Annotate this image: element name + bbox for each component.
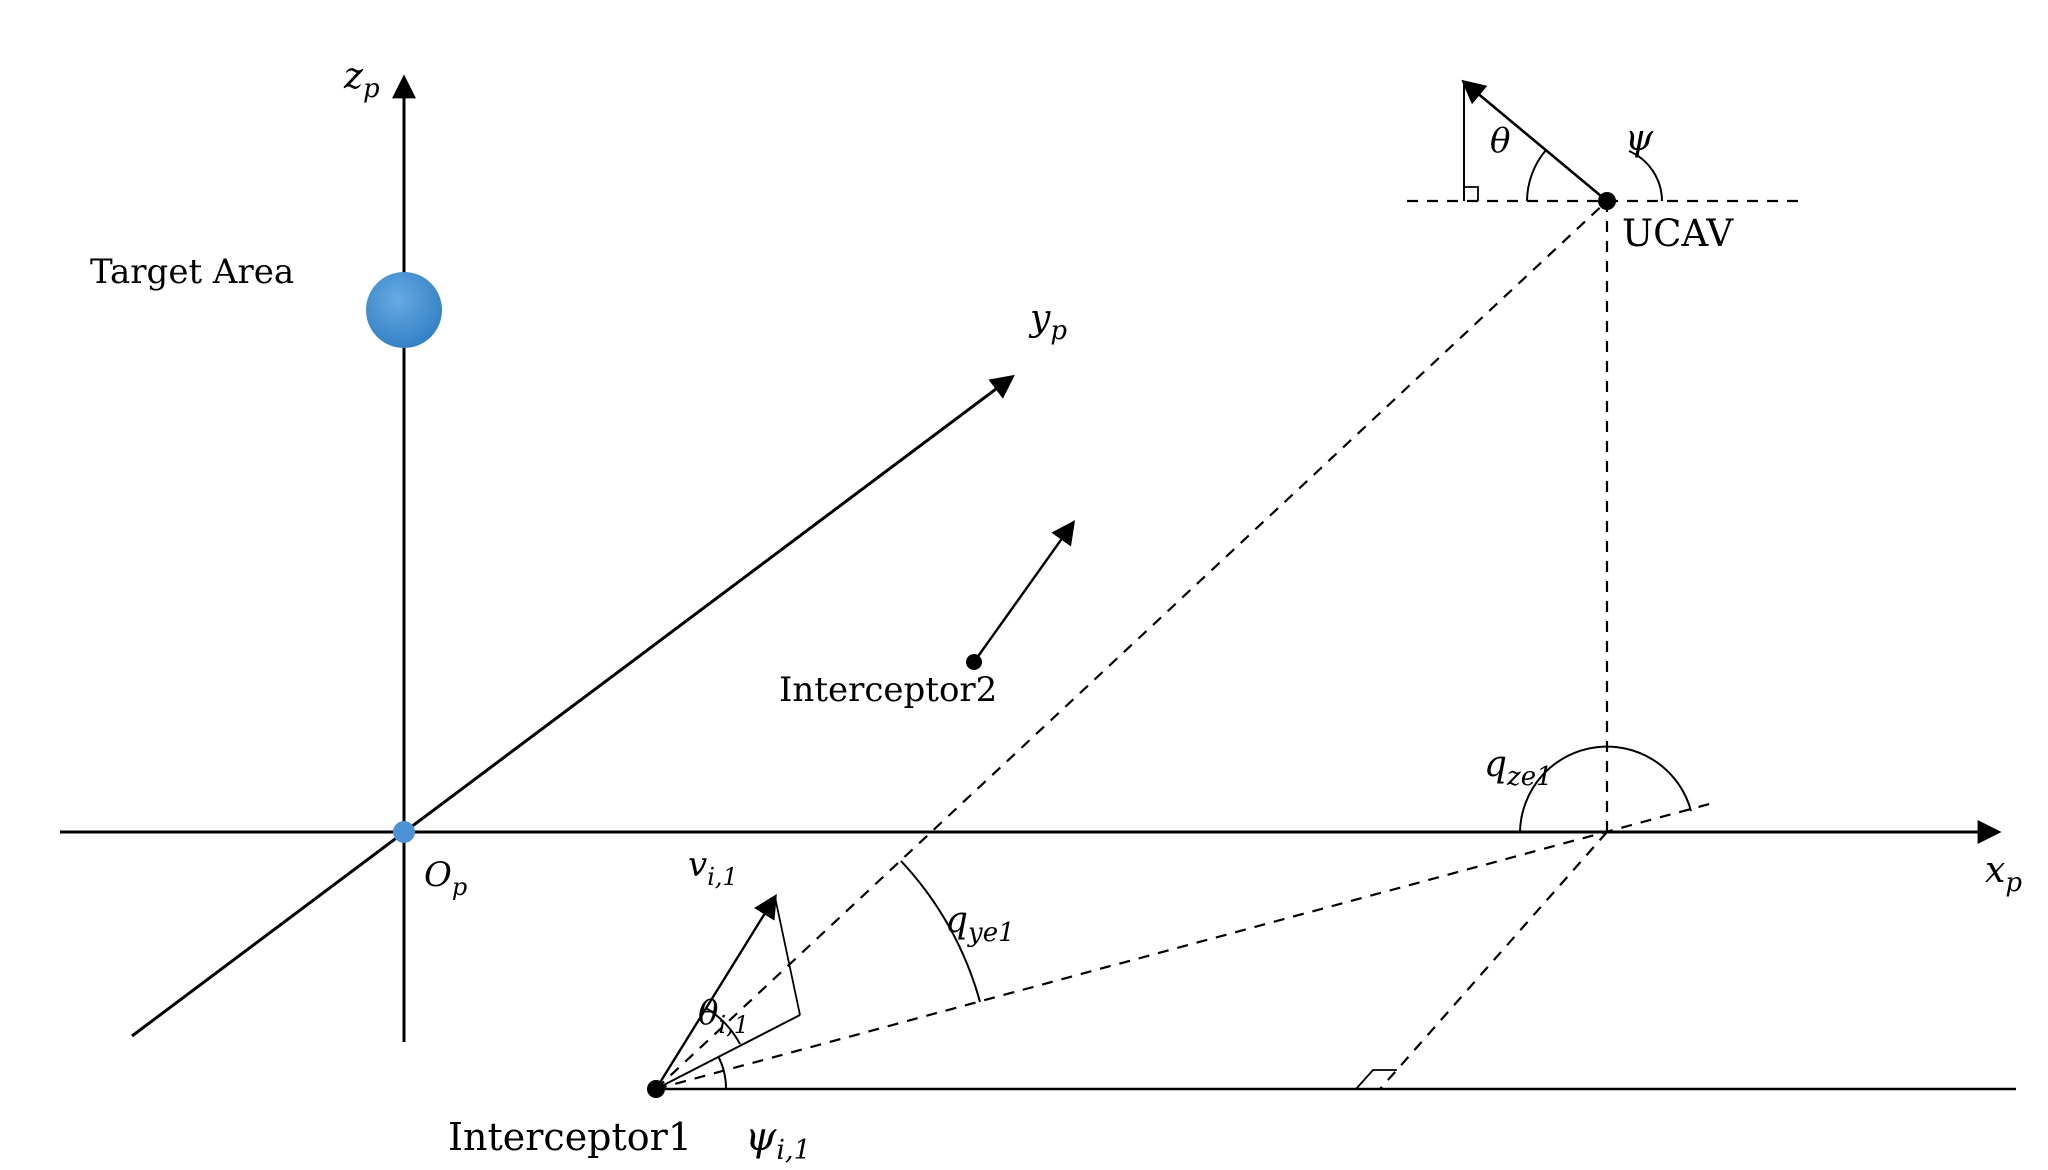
interceptor2-velocity-vector bbox=[973, 520, 1076, 663]
interceptor1-velocity-drop-line bbox=[774, 896, 801, 1016]
los-horizontal-projection-dashed-line bbox=[655, 801, 1714, 1091]
los-interceptor1-to-ucav-dashed-line bbox=[655, 200, 1608, 1090]
psi-angle-arc bbox=[1628, 150, 1663, 202]
interceptor1-velocity-vector bbox=[654, 893, 777, 1090]
origin-label: Op bbox=[424, 855, 467, 901]
y-axis bbox=[131, 374, 1015, 1038]
psi-i1-label: ψi,1 bbox=[745, 1114, 811, 1166]
ground-right-angle-mark bbox=[1355, 1069, 1397, 1090]
foot-to-ground-dashed-line bbox=[1379, 831, 1608, 1090]
q-ye1-angle-arc bbox=[900, 860, 981, 1003]
theta-i1-label: θi,1 bbox=[698, 993, 749, 1039]
q-ze1-label: qze1 bbox=[1484, 744, 1553, 792]
q-ze1-angle-arc bbox=[1519, 745, 1692, 833]
theta-label: θ bbox=[1490, 121, 1510, 161]
target-area-label: Target Area bbox=[90, 252, 294, 292]
v-i1-label: vi,1 bbox=[688, 845, 738, 891]
theta-angle-arc bbox=[1526, 149, 1547, 202]
interceptor1-dot bbox=[647, 1080, 665, 1098]
ucav-dot bbox=[1598, 192, 1616, 210]
q-ye1-label: qye1 bbox=[945, 900, 1015, 948]
y-axis-label: yp bbox=[1028, 298, 1067, 346]
interceptor1-velocity-projection-line bbox=[655, 1014, 801, 1090]
target-area-circle bbox=[366, 272, 442, 348]
x-axis-label: xp bbox=[1985, 850, 2022, 898]
psi-label: ψ bbox=[1625, 118, 1654, 159]
psi-i1-angle-arc bbox=[717, 1055, 728, 1090]
z-axis-label: zp bbox=[343, 56, 380, 104]
theta-i1-angle-arc bbox=[705, 1007, 741, 1045]
interceptor2-label: Interceptor2 bbox=[779, 670, 997, 710]
interceptor1-label: Interceptor1 bbox=[448, 1115, 692, 1159]
interceptor2-dot bbox=[966, 654, 982, 670]
origin-dot bbox=[393, 821, 415, 843]
ucav-right-angle-mark bbox=[1464, 186, 1479, 201]
ucav-velocity-vector bbox=[1461, 79, 1608, 202]
ucav-label: UCAV bbox=[1622, 212, 1734, 255]
